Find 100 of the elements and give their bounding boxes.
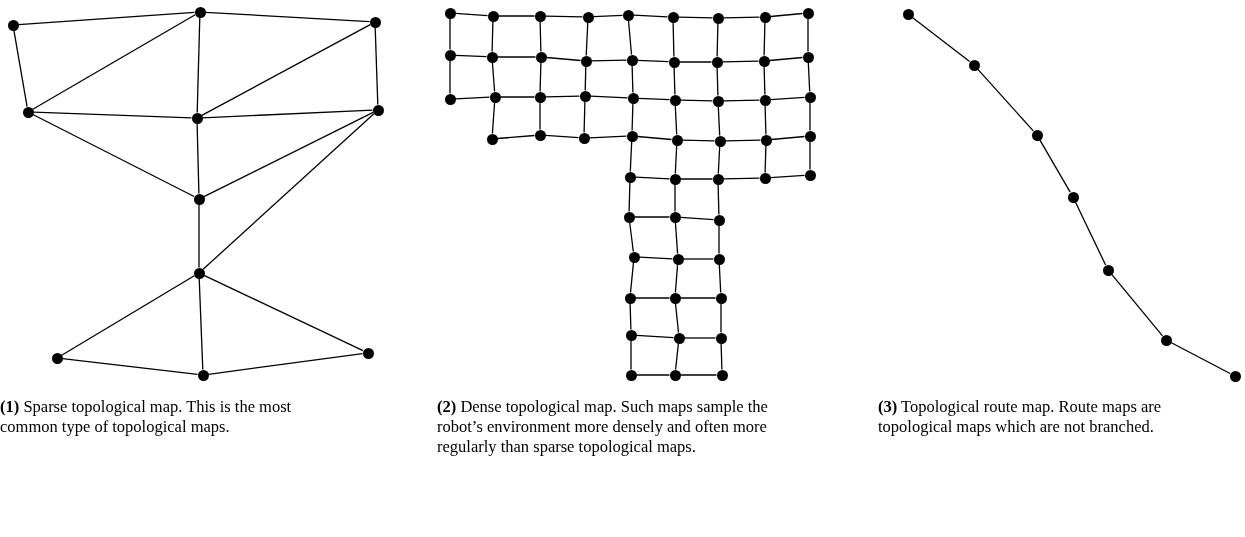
connector-line <box>769 174 806 179</box>
map-node-dot <box>902 8 914 20</box>
map-node-dot <box>802 51 814 63</box>
connector-line <box>196 16 201 114</box>
map-node-dot <box>191 112 203 124</box>
map-node-dot <box>759 94 771 106</box>
connector-line <box>682 258 715 260</box>
connector-line <box>32 113 195 198</box>
connector-line <box>807 17 809 53</box>
connector-line <box>496 56 537 58</box>
map-node-dot <box>1102 264 1114 276</box>
connector-line <box>204 11 371 23</box>
connector-line <box>724 139 762 142</box>
map-node-dot <box>197 369 209 381</box>
connector-line <box>674 144 678 175</box>
connector-line <box>629 261 635 294</box>
map-node-dot <box>487 10 499 22</box>
map-node-dot <box>712 173 724 185</box>
connector-line <box>764 144 767 174</box>
connector-line <box>764 104 767 136</box>
connector-line <box>630 339 632 371</box>
map-node-dot <box>713 253 725 265</box>
connector-line <box>683 337 717 339</box>
connector-line <box>631 102 634 132</box>
connector-line <box>673 66 676 96</box>
connector-line <box>768 56 804 62</box>
connector-line <box>201 23 371 117</box>
connector-line <box>769 12 804 18</box>
connector-line <box>1039 139 1071 193</box>
map-node-dot <box>671 134 683 146</box>
map-node-dot <box>667 11 679 23</box>
map-node-dot <box>968 59 980 71</box>
map-node-dot <box>1229 370 1241 382</box>
connector-line <box>544 95 581 98</box>
connector-line <box>590 59 628 62</box>
map-node-dot <box>534 129 546 141</box>
connector-line <box>633 216 671 218</box>
map-node-dot <box>624 292 636 304</box>
map-node-dot <box>716 369 728 381</box>
connector-line <box>678 61 713 63</box>
connector-line <box>672 21 675 58</box>
map-node-dot <box>759 11 771 23</box>
connector-line <box>679 216 715 221</box>
connector-line <box>681 139 716 142</box>
connector-line <box>722 177 761 180</box>
map-node-dot <box>193 193 205 205</box>
connector-line <box>716 22 719 58</box>
map-node-dot <box>372 104 384 116</box>
map-node-dot <box>627 92 639 104</box>
map-node-dot <box>668 56 680 68</box>
map-node-dot <box>444 49 456 61</box>
map-node-dot <box>622 9 634 21</box>
connector-line <box>636 59 670 63</box>
map-node-dot <box>713 214 725 226</box>
connector-line <box>809 140 811 171</box>
connector-line <box>679 374 718 376</box>
connector-line <box>1074 201 1107 266</box>
connector-line <box>722 16 761 19</box>
map-node-dot <box>535 51 547 63</box>
connector-line <box>198 277 204 371</box>
connector-line <box>32 14 196 110</box>
connector-line <box>491 61 496 93</box>
map-node-dot <box>626 130 638 142</box>
map-node-dot <box>672 253 684 265</box>
map-node-dot <box>582 11 594 23</box>
figure-caption: (3) Topological route map. Route maps are topological maps which are not branched. <box>878 397 1163 437</box>
connector-line <box>763 65 766 96</box>
connector-line <box>679 297 717 299</box>
connector-line <box>629 140 633 173</box>
connector-line <box>716 66 719 97</box>
connector-line <box>454 54 488 58</box>
map-node-dot <box>489 91 501 103</box>
map-node-dot <box>758 55 770 67</box>
connector-line <box>491 101 496 135</box>
connector-line <box>592 14 624 18</box>
map-node-dot <box>623 211 635 223</box>
connector-line <box>201 109 374 119</box>
figure-caption: (2) Dense topological map. Such maps sample the robot’s environment more densely and often more regularly than sparse topological maps. <box>437 397 769 457</box>
connector-line <box>674 302 680 334</box>
connector-line <box>207 353 364 375</box>
map-node-dot <box>486 133 498 145</box>
map-node-dot <box>444 93 456 105</box>
connector-line <box>717 183 720 216</box>
connector-line <box>720 302 722 334</box>
map-node-dot <box>51 352 63 364</box>
connector-line <box>61 275 195 356</box>
map-node-dot <box>669 292 681 304</box>
connector-line <box>454 12 489 17</box>
connector-line <box>763 21 766 57</box>
map-node-dot <box>625 329 637 341</box>
map-node-dot <box>578 132 590 144</box>
map-node-dot <box>362 347 374 359</box>
connector-line <box>61 357 199 376</box>
connector-line <box>807 61 811 93</box>
map-node-dot <box>1160 334 1172 346</box>
map-node-dot <box>804 130 816 142</box>
connector-line <box>674 263 679 294</box>
connector-line <box>636 135 673 141</box>
connector-line <box>718 263 722 294</box>
connector-line <box>202 113 375 270</box>
